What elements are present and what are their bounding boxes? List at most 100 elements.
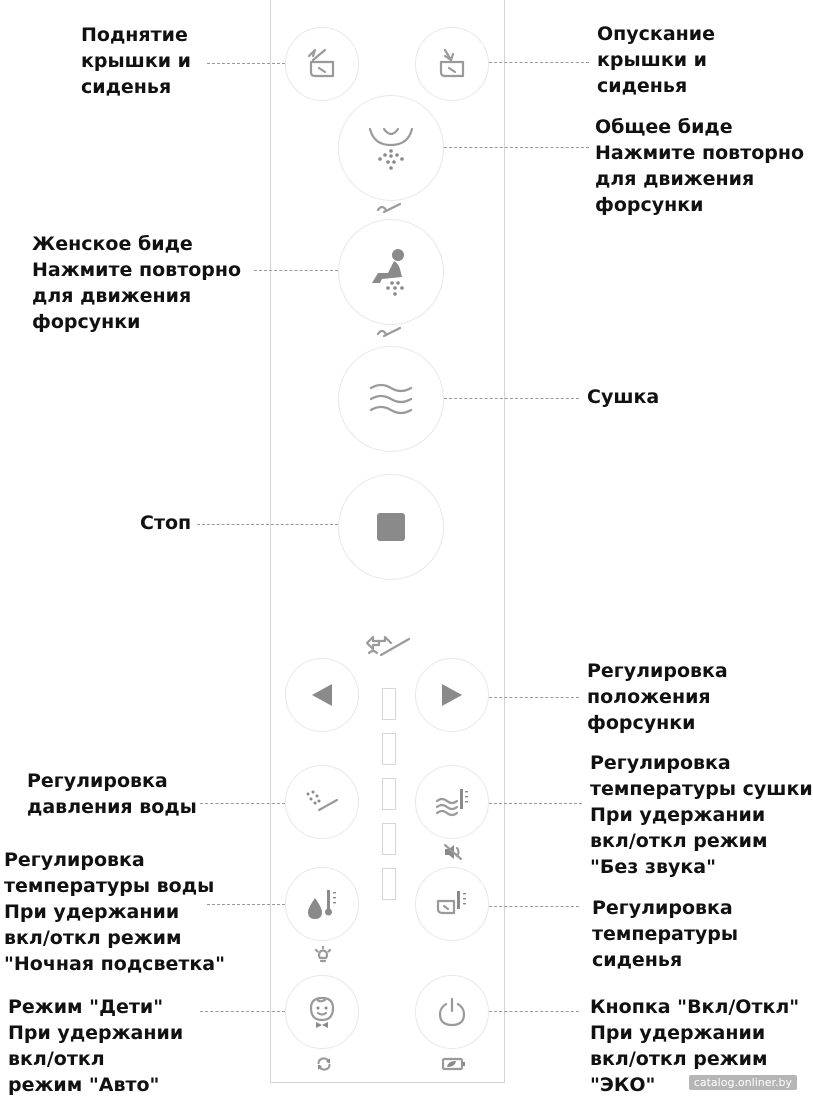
label-line: "ЭКО" xyxy=(590,1074,656,1096)
label-line: Регулировка xyxy=(27,770,168,792)
lower-lid-button[interactable] xyxy=(415,27,489,101)
label-line: температуры воды xyxy=(4,875,215,897)
label-line: Стоп xyxy=(140,512,192,534)
general-bidet-button[interactable] xyxy=(338,95,444,201)
seat-temp-button[interactable] xyxy=(415,867,489,941)
leader-power xyxy=(489,1011,579,1012)
dry-temp-icon xyxy=(435,789,468,817)
leader-position xyxy=(489,697,579,698)
label-line: форсунки xyxy=(595,194,704,216)
label-line: Нажмите повторно xyxy=(595,142,805,164)
label-line: Опускание xyxy=(597,23,715,45)
label-seat-temp: Регулировка температуры сиденья xyxy=(592,895,738,973)
label-line: Регулировка xyxy=(592,897,733,919)
label-line: Регулировка xyxy=(587,660,728,682)
label-dry: Сушка xyxy=(587,384,659,410)
mute-icon xyxy=(443,843,463,861)
lift-lid-button[interactable] xyxy=(285,27,359,101)
stop-button[interactable] xyxy=(338,474,444,580)
label-line: форсунки xyxy=(32,311,141,333)
auto-mode-icon xyxy=(317,1057,331,1071)
label-line: "Без звука" xyxy=(590,856,716,878)
label-line: сиденья xyxy=(592,949,683,971)
nozzle-move-icon xyxy=(376,202,402,214)
label-line: вкл/откл режим xyxy=(590,830,768,852)
label-line: При удержании xyxy=(8,1022,184,1044)
dry-button[interactable] xyxy=(338,346,444,452)
label-line: режим "Авто" xyxy=(8,1074,160,1096)
lid-up-icon xyxy=(307,48,335,78)
leader-dry-temp xyxy=(489,803,582,804)
label-line: При удержании xyxy=(4,901,180,923)
bidet-icon xyxy=(368,127,414,170)
label-kids: Режим "Дети" При удержании вкл/откл режим "… xyxy=(8,994,183,1098)
label-line: температуры xyxy=(592,923,739,945)
label-line: вкл/откл режим xyxy=(4,927,182,949)
nozzle-forward-button[interactable] xyxy=(415,658,489,732)
label-line: Общее биде xyxy=(595,116,733,138)
arrow-right-icon xyxy=(442,684,462,706)
dry-temp-button[interactable] xyxy=(415,765,489,839)
leader-water-temp xyxy=(207,904,285,905)
nozzle-move-icon-2 xyxy=(376,326,402,338)
label-line: Кнопка "Вкл/Откл" xyxy=(590,996,800,1018)
leader-seat-temp xyxy=(489,906,579,907)
leader-lower xyxy=(489,62,589,63)
label-line: вкл/откл xyxy=(8,1048,105,1070)
kids-mode-button[interactable] xyxy=(285,975,359,1049)
label-lower: Опускание крышки и сиденья xyxy=(597,21,715,99)
label-line: Регулировка xyxy=(590,752,731,774)
label-line: Регулировка xyxy=(4,849,145,871)
watermark: catalog.onliner.by xyxy=(688,1075,797,1090)
water-temp-icon xyxy=(308,890,336,919)
lid-down-icon xyxy=(439,48,465,78)
water-pressure-button[interactable] xyxy=(285,765,359,839)
level-indicator-2 xyxy=(382,733,396,765)
leader-pressure xyxy=(200,803,285,804)
label-lift: Поднятие крышки и сиденья xyxy=(81,22,191,100)
nozzle-position-icon xyxy=(365,635,411,657)
label-line: крышки и xyxy=(81,50,191,72)
leader-kids xyxy=(200,1011,285,1012)
label-line: Режим "Дети" xyxy=(8,996,164,1018)
dry-waves-icon xyxy=(369,383,413,415)
label-line: сиденья xyxy=(81,76,172,98)
level-indicator-4 xyxy=(382,823,396,855)
seat-temp-icon xyxy=(436,891,466,915)
child-face-icon xyxy=(309,996,335,1028)
label-line: При удержании xyxy=(590,804,766,826)
label-line: "Ночная подсветка" xyxy=(4,953,225,975)
label-line: давления воды xyxy=(27,796,197,818)
label-line: Сушка xyxy=(587,386,660,408)
label-line: форсунки xyxy=(587,712,696,734)
female-bidet-button[interactable] xyxy=(338,219,444,325)
label-line: Женское биде xyxy=(32,233,193,255)
label-line: вкл/откл режим xyxy=(590,1048,768,1070)
label-line: для движения xyxy=(32,285,192,307)
nozzle-back-button[interactable] xyxy=(285,658,359,732)
label-stop: Стоп xyxy=(140,510,191,536)
leader-stop xyxy=(197,524,338,525)
label-pressure: Регулировка давления воды xyxy=(27,768,197,820)
spray-pressure-icon xyxy=(306,790,339,812)
level-indicator-5 xyxy=(382,868,396,900)
leader-bidet xyxy=(444,147,589,148)
arrow-left-icon xyxy=(312,684,332,706)
label-line: сиденья xyxy=(597,75,688,97)
level-indicator-1 xyxy=(382,688,396,720)
leader-dry xyxy=(444,398,579,399)
power-button[interactable] xyxy=(415,975,489,1049)
label-line: Нажмите повторно xyxy=(32,259,242,281)
label-line: крышки и xyxy=(597,49,707,71)
water-temp-button[interactable] xyxy=(285,867,359,941)
label-line: Поднятие xyxy=(81,24,188,46)
level-indicator-3 xyxy=(382,778,396,810)
stop-icon xyxy=(377,513,405,541)
label-line: для движения xyxy=(595,168,755,190)
power-icon xyxy=(438,997,466,1027)
